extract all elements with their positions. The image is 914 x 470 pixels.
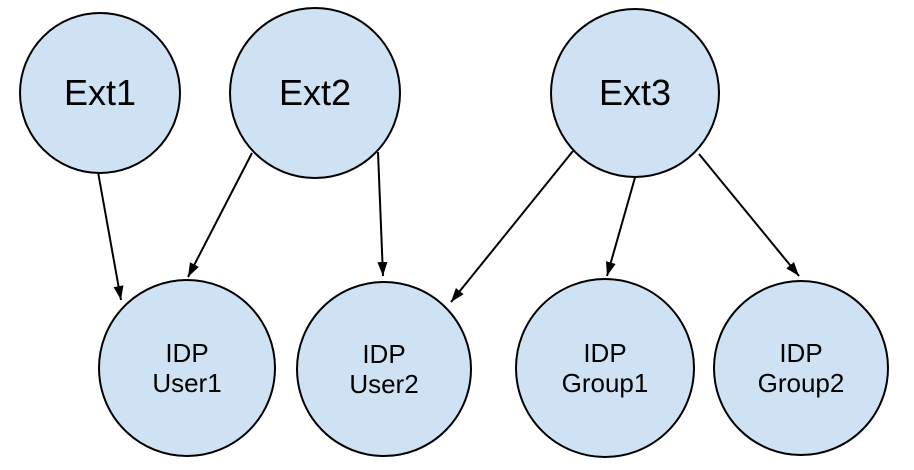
- node-idp-user2: IDP User2: [296, 281, 472, 457]
- node-idp-group2-label-line2: Group2: [757, 368, 845, 398]
- node-idp-user1-label-line1: IDP: [165, 338, 209, 368]
- edge-ext2-to-idp-user2: [377, 151, 388, 277]
- node-idp-user1: IDP User1: [98, 279, 276, 457]
- node-idp-group2: IDP Group2: [713, 280, 889, 456]
- edge-ext2-to-idp-user1: [187, 152, 253, 278]
- node-idp-group1: IDP Group1: [515, 278, 695, 458]
- node-idp-group1-label-line2: Group1: [561, 368, 649, 398]
- edge-ext3-to-idp-user2: [450, 150, 574, 303]
- node-ext2-label: Ext2: [278, 72, 352, 113]
- node-idp-user2-label-line2: User2: [349, 369, 419, 399]
- node-ext1-label: Ext1: [63, 72, 137, 113]
- node-ext2: Ext2: [229, 7, 401, 179]
- node-ext3-label: Ext3: [598, 72, 672, 113]
- node-ext3: Ext3: [550, 8, 720, 178]
- node-idp-user2-label-line1: IDP: [362, 339, 406, 369]
- node-idp-group2-label-line1: IDP: [779, 338, 823, 368]
- edge-ext3-to-idp-group1: [606, 173, 637, 277]
- edge-ext3-to-idp-group2: [698, 153, 800, 277]
- edge-ext1-to-idp-user1: [97, 171, 124, 301]
- node-idp-user1-label-line2: User1: [152, 368, 222, 398]
- node-idp-group1-label-line1: IDP: [583, 338, 627, 368]
- node-ext1: Ext1: [19, 12, 181, 174]
